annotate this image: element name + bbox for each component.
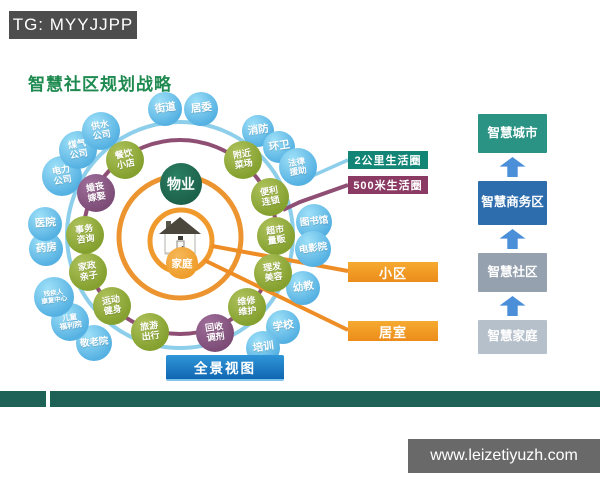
diagram-bubble: 婚丧嫁娶 bbox=[77, 174, 115, 212]
hierarchy-box: 智慧城市 bbox=[478, 114, 547, 153]
diagram-bubble: 电影院 bbox=[295, 231, 331, 267]
diagram-bubble: 餐饮小店 bbox=[106, 141, 144, 179]
callout-community: 小区 bbox=[348, 262, 438, 282]
hierarchy-box: 智慧社区 bbox=[478, 253, 547, 292]
panorama-banner: 全景视图 bbox=[166, 355, 284, 381]
up-arrow-icon bbox=[499, 296, 526, 316]
diagram-bubble: 超市量贩 bbox=[257, 217, 295, 255]
page-title: 智慧社区规划战略 bbox=[28, 75, 172, 94]
callout-500m-life-circle: 500米生活圈 bbox=[348, 176, 428, 194]
diagram-bubble: 医院 bbox=[28, 207, 62, 241]
diagram-bubble: 便利连锁 bbox=[251, 178, 289, 216]
diagram-bubble: 附近菜场 bbox=[224, 141, 262, 179]
tg-badge: TG: MYYJJPP bbox=[9, 11, 137, 39]
diagram-bubble: 旅游出行 bbox=[131, 313, 169, 351]
property-center-circle: 物业 bbox=[160, 163, 202, 205]
diagram-bubble: 事务咨询 bbox=[66, 216, 104, 254]
diagram-bubble: 回收调剂 bbox=[196, 314, 234, 352]
up-arrow-icon bbox=[499, 229, 526, 249]
hierarchy-box: 智慧家庭 bbox=[478, 320, 547, 354]
diagram-bubble: 残疾人康复中心 bbox=[34, 277, 74, 317]
diagram-bubble: 家政亲子 bbox=[69, 253, 107, 291]
family-circle: 家庭 bbox=[166, 247, 198, 279]
up-arrow-icon bbox=[499, 157, 526, 177]
bottom-bar-notch bbox=[46, 391, 50, 407]
hierarchy-column: 智慧城市智慧商务区智慧社区智慧家庭 bbox=[478, 114, 547, 354]
callout-room: 居室 bbox=[348, 321, 438, 341]
hierarchy-box: 智慧商务区 bbox=[478, 181, 547, 225]
diagram-bubble: 法律援助 bbox=[279, 148, 317, 186]
diagram-bubble: 理发美容 bbox=[254, 254, 292, 292]
diagram-bubble: 居委 bbox=[184, 92, 218, 126]
watermark: www.leizetiyuzh.com bbox=[408, 439, 600, 473]
diagram-bubble: 运动健身 bbox=[93, 287, 131, 325]
diagram-bubble: 维修维护 bbox=[228, 288, 266, 326]
callout-2km-life-circle: 2公里生活圈 bbox=[348, 151, 428, 169]
bottom-bar bbox=[0, 391, 600, 407]
diagram-bubble: 街道 bbox=[148, 92, 182, 126]
